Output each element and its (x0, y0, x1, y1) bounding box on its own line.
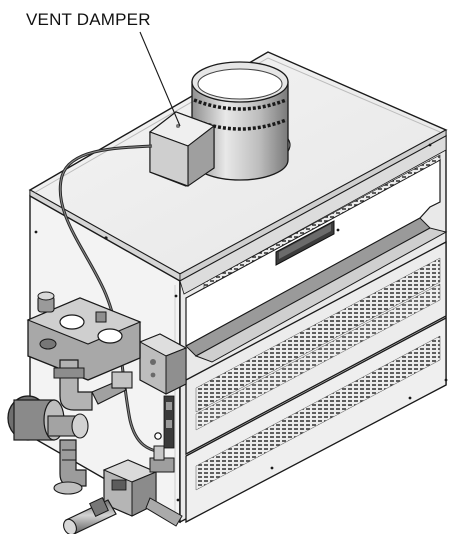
junction-box (138, 333, 188, 395)
supply-piping (53, 359, 133, 411)
gas-inlet-pipe (63, 497, 183, 536)
gas-valve (102, 445, 175, 517)
control-strip (154, 395, 175, 449)
circulator-pump (7, 395, 89, 495)
callout-leader-line (139, 31, 181, 127)
nameplate-logo (275, 220, 335, 266)
vent-damper-label: VENT DAMPER (26, 10, 151, 29)
flue-collar (189, 61, 291, 181)
cabinet (28, 51, 448, 524)
water-manifold (26, 291, 142, 381)
vent-damper-actuator (148, 111, 216, 188)
